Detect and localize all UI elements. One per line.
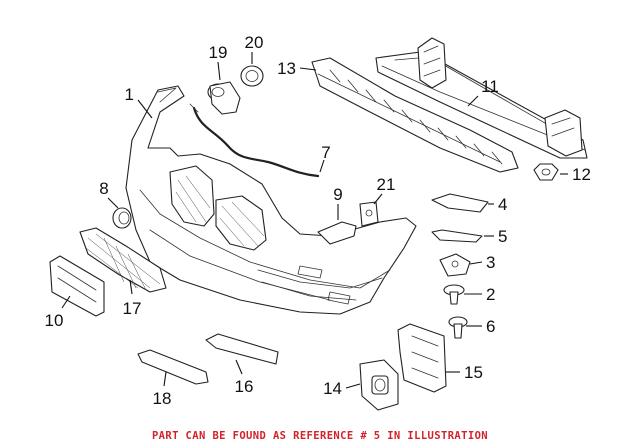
callout-13[interactable]: 13 xyxy=(277,59,296,78)
leader-17 xyxy=(129,279,133,295)
callout-labels: 1 2 3 4 5 6 7 8 9 10 11 12 13 14 15 16 1… xyxy=(45,33,591,408)
callout-3[interactable]: 3 xyxy=(486,253,495,272)
callout-8[interactable]: 8 xyxy=(99,179,108,198)
part-6-screw[interactable] xyxy=(448,316,468,339)
part-19-parking-sensor[interactable] xyxy=(207,81,241,115)
part-5-side-support[interactable] xyxy=(431,229,483,243)
part-17-lower-grille[interactable] xyxy=(79,227,167,293)
callout-5[interactable]: 5 xyxy=(498,227,507,246)
callout-9[interactable]: 9 xyxy=(333,185,342,204)
part-3-clip-nut[interactable] xyxy=(439,253,471,277)
part-2-screw[interactable] xyxy=(443,284,465,305)
part-13-energy-absorber[interactable] xyxy=(311,57,519,173)
part-20-sensor-grommet[interactable] xyxy=(240,65,264,87)
callout-2[interactable]: 2 xyxy=(486,285,495,304)
callout-10[interactable]: 10 xyxy=(45,311,64,330)
part-11-reinforcement-bar[interactable] xyxy=(375,37,588,159)
part-4-side-bracket[interactable] xyxy=(431,193,489,213)
part-1-bumper-cover[interactable] xyxy=(125,85,417,315)
part-9-washer-cover[interactable] xyxy=(317,221,357,245)
part-12-nut[interactable] xyxy=(533,163,559,181)
leader-lines xyxy=(61,52,568,389)
leader-13 xyxy=(299,67,317,71)
callout-1[interactable]: 1 xyxy=(125,85,134,104)
callout-17[interactable]: 17 xyxy=(123,299,142,318)
leader-8 xyxy=(107,197,119,209)
callout-21[interactable]: 21 xyxy=(377,175,396,194)
callout-19[interactable]: 19 xyxy=(209,43,228,62)
part-16-bumper-trim[interactable] xyxy=(205,333,279,365)
callout-16[interactable]: 16 xyxy=(235,377,254,396)
reference-note: PART CAN BE FOUND AS REFERENCE # 5 IN IL… xyxy=(151,430,489,442)
leader-7 xyxy=(319,159,325,173)
callout-4[interactable]: 4 xyxy=(498,195,507,214)
callout-20[interactable]: 20 xyxy=(245,33,264,52)
callout-12[interactable]: 12 xyxy=(572,165,591,184)
callout-11[interactable]: 11 xyxy=(481,77,499,96)
part-21-mounting-clip[interactable] xyxy=(359,201,379,227)
leader-18 xyxy=(163,371,167,387)
callout-14[interactable]: 14 xyxy=(323,379,342,398)
leader-21 xyxy=(373,193,383,205)
callout-15[interactable]: 15 xyxy=(464,363,483,382)
part-7-wiring-harness[interactable] xyxy=(189,103,320,178)
part-8-tow-hook-cover[interactable] xyxy=(112,207,132,229)
leader-19 xyxy=(217,61,221,81)
part-14-radar-sensor[interactable] xyxy=(359,359,399,411)
part-18-bumper-trim[interactable] xyxy=(137,349,209,385)
part-15-sensor-bracket[interactable] xyxy=(397,323,447,393)
callout-18[interactable]: 18 xyxy=(153,389,172,408)
callout-6[interactable]: 6 xyxy=(486,317,495,336)
leader-1 xyxy=(137,99,153,119)
leader-14 xyxy=(345,383,361,389)
callout-7[interactable]: 7 xyxy=(321,143,330,162)
leader-10 xyxy=(61,295,71,309)
leader-3 xyxy=(469,261,483,265)
leader-11 xyxy=(467,95,479,107)
part-10-license-bracket[interactable] xyxy=(49,255,105,317)
leader-16 xyxy=(235,359,243,375)
